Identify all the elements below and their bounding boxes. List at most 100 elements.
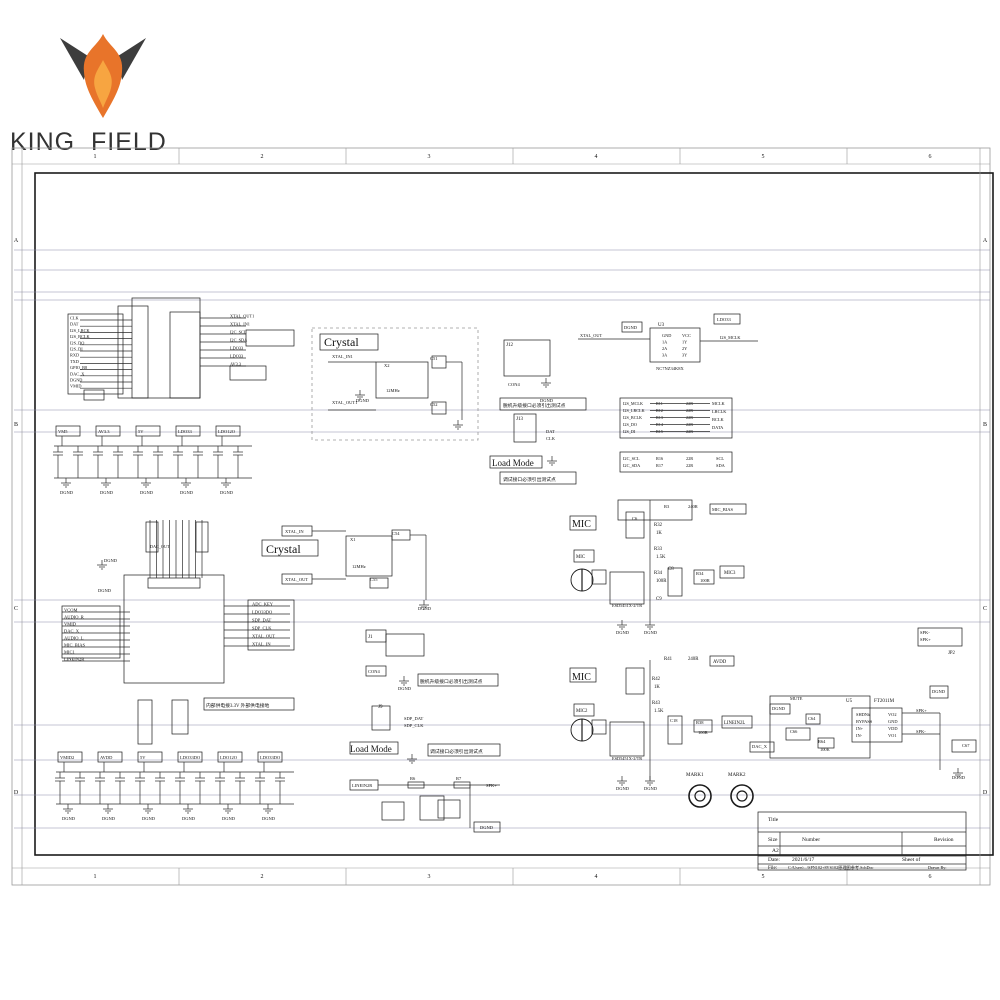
mic-top-label-box xyxy=(573,549,595,563)
crystal-top-dashed-frame xyxy=(311,327,479,441)
top-decoupling-supply-box xyxy=(135,425,161,437)
i2s-right-net: BCLK xyxy=(712,417,725,422)
top-decoupling-supply: VM5 xyxy=(58,429,68,434)
codec-right-net: SDP_DAT xyxy=(252,618,272,623)
load-bottom-title-box xyxy=(349,741,399,755)
i2c-box xyxy=(245,329,295,347)
codec-left-net: VCOM xyxy=(64,608,78,613)
crystal-mid-cap2 xyxy=(369,577,389,589)
esd-top-label: ESD5451X-2/TR xyxy=(612,603,642,608)
mic-top-cap-label: C6 xyxy=(632,516,638,521)
title-block-revision-label: Revision xyxy=(934,837,954,843)
codec-left-net: LINEIN2R xyxy=(64,657,84,662)
flame-logo-icon xyxy=(60,34,146,118)
frame-column-label: 2 xyxy=(261,154,264,160)
title-block-date: 2021/6/17 xyxy=(792,857,815,863)
u3-pin-left: GND xyxy=(662,333,671,338)
frame-row-label: D xyxy=(14,790,19,796)
amp-c64: C64 xyxy=(808,716,816,721)
dac-x-box xyxy=(749,741,775,753)
dgnd-label: DGND xyxy=(418,606,432,611)
codec-left-net: VMID xyxy=(64,622,77,627)
u3-mclk-label: I2S_MCLK xyxy=(720,335,741,340)
amp-gnd-right-box xyxy=(929,685,949,699)
frame-column-label: 5 xyxy=(762,874,765,880)
mic-top-resistor: R32 xyxy=(654,523,663,528)
top-decoupling-supply-box xyxy=(215,425,241,437)
title-block-title: Title xyxy=(768,817,779,823)
mic-bottom-pins xyxy=(591,719,607,735)
key-out-box xyxy=(195,521,209,553)
title-block-date-label: Date: xyxy=(768,857,780,863)
amp-gnd-right: DGND xyxy=(932,689,946,694)
j1-label: J1 xyxy=(368,635,373,640)
crystal-top-chip xyxy=(375,361,429,399)
title-block-file: C:\Users\...\SPN102+8VS102原理图参考.SchDoc xyxy=(788,864,874,871)
i2s-net: I2S_LRCLK xyxy=(623,408,645,413)
top-decoupling-supply: AV3.3 xyxy=(98,429,110,434)
frame-column-label: 4 xyxy=(595,874,598,880)
amp-pin-right: VO1 xyxy=(888,733,897,738)
mic-bottom-r38-value: 100R xyxy=(698,730,708,735)
drawing-frame xyxy=(34,172,994,856)
linein-cap1 xyxy=(381,801,405,821)
i2s-net: I2S_MCLK xyxy=(623,401,643,406)
top-decoupling-supply: LDO33 xyxy=(178,429,192,434)
codec-right-net: ADC_KEY xyxy=(252,602,274,607)
amp-frame xyxy=(769,695,871,759)
i2c-right-net: SDA xyxy=(716,463,726,468)
u3-pin-left: 1A xyxy=(662,340,668,345)
mic-bottom-r41-value: 240R xyxy=(688,657,699,662)
mic-top-bias-box xyxy=(617,499,693,521)
esd-top-box xyxy=(609,571,645,605)
mic-top-r34-box xyxy=(693,569,715,585)
load-bottom-note-box xyxy=(427,743,501,757)
mcu-left-net: I2S_DO xyxy=(70,340,84,345)
crystal-top-xin: XTAL_IN1 xyxy=(332,354,353,359)
j13-label: J13 xyxy=(516,417,523,422)
frame-column-label: 2 xyxy=(261,874,264,880)
dgnd-label: DGND xyxy=(540,398,554,403)
i2c-right-net: SCL xyxy=(716,456,724,461)
mic2-label: MIC2 xyxy=(576,709,588,714)
brand: KING FIELD xyxy=(10,30,190,160)
bottom-decoupling-supply-box xyxy=(257,751,283,763)
amp-c64-box xyxy=(805,713,821,725)
dgnd-label: DGND xyxy=(104,558,118,563)
title-block-sheet-label: Sheet of xyxy=(902,856,920,863)
mic-top-title: MIC xyxy=(572,519,591,530)
frame-column-label: 6 xyxy=(929,154,932,160)
mic-top-resistor: R34 xyxy=(654,571,663,576)
load-top-note-box xyxy=(499,471,577,485)
mic2-label-box xyxy=(573,703,595,717)
frame-column-label: 5 xyxy=(762,154,765,160)
mic-bottom-c18: C18 xyxy=(670,718,678,723)
mic-top-c8-box xyxy=(667,567,683,597)
j12-note-box xyxy=(499,397,587,411)
i2c-value: 22R xyxy=(686,463,693,468)
title-block-number-label: Number xyxy=(802,837,820,843)
frame-row-label: B xyxy=(983,422,987,428)
dgnd-label: DGND xyxy=(952,775,966,780)
amp-dac-x: DAC_X xyxy=(752,744,768,749)
i2c-value: 22R xyxy=(686,456,693,461)
esd-bottom-box xyxy=(609,721,645,757)
mcu-left-net: RXD xyxy=(70,353,79,358)
mic-top-resistor-value: 1.5K xyxy=(656,555,666,560)
i2s-right-net: LRCLK xyxy=(712,409,727,414)
i2c-net: I2C_SDA xyxy=(623,463,641,468)
top-decoupling-supply: 5V xyxy=(138,429,144,434)
linein-res-box xyxy=(437,799,461,819)
crystal-top-title: Crystal xyxy=(324,335,359,349)
amp-pin-left: IN+ xyxy=(856,726,864,731)
j13-connector xyxy=(513,413,537,443)
amp-mute-label: MUTE xyxy=(790,696,803,701)
u3-ref: U3 xyxy=(658,323,665,328)
dgnd-label: DGND xyxy=(182,816,196,821)
top-decoupling-supply-box xyxy=(95,425,121,437)
u3-pin-right: 1Y xyxy=(682,340,687,345)
title-block xyxy=(757,811,967,871)
i2s-net: I2S_DI xyxy=(623,429,636,434)
amp-c66: C66 xyxy=(790,729,798,734)
